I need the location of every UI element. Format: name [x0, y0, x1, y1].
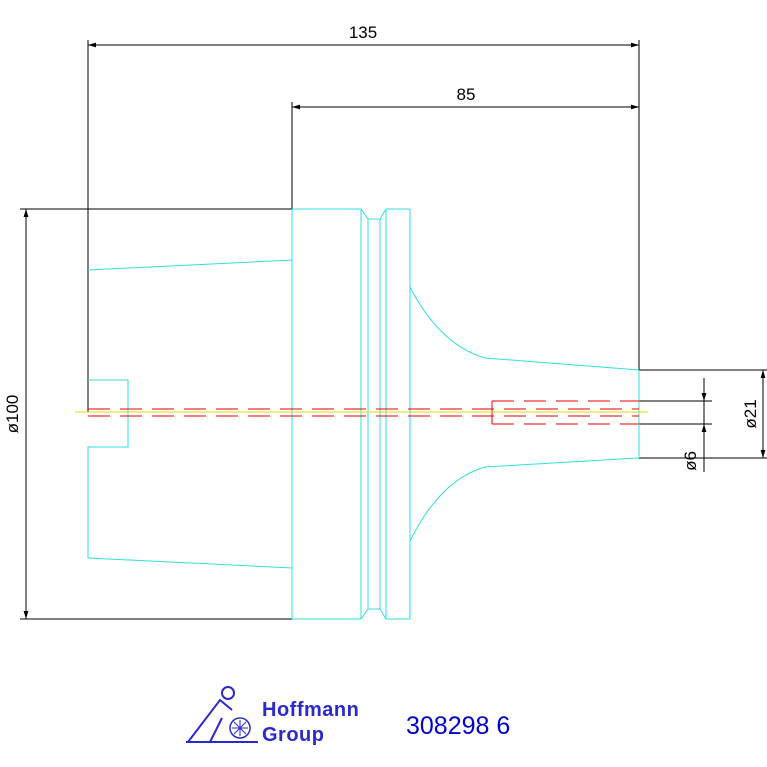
dimension-lines	[20, 40, 767, 620]
dim-shaft-diameter: ø21	[741, 399, 760, 428]
dim-overall-length: 135	[349, 23, 377, 42]
dim-bore-diameter: ø6	[681, 451, 700, 471]
part-outline	[87, 208, 640, 620]
dim-partial-length: 85	[457, 85, 476, 104]
part-number: 308298 6	[406, 712, 511, 740]
logo-icon	[186, 686, 258, 743]
logo-line2: Group	[262, 724, 325, 746]
logo-line1: Hoffmann	[262, 699, 359, 721]
dim-large-diameter: ø100	[3, 395, 22, 434]
hoffmann-logo: Hoffmann Group	[186, 686, 359, 746]
